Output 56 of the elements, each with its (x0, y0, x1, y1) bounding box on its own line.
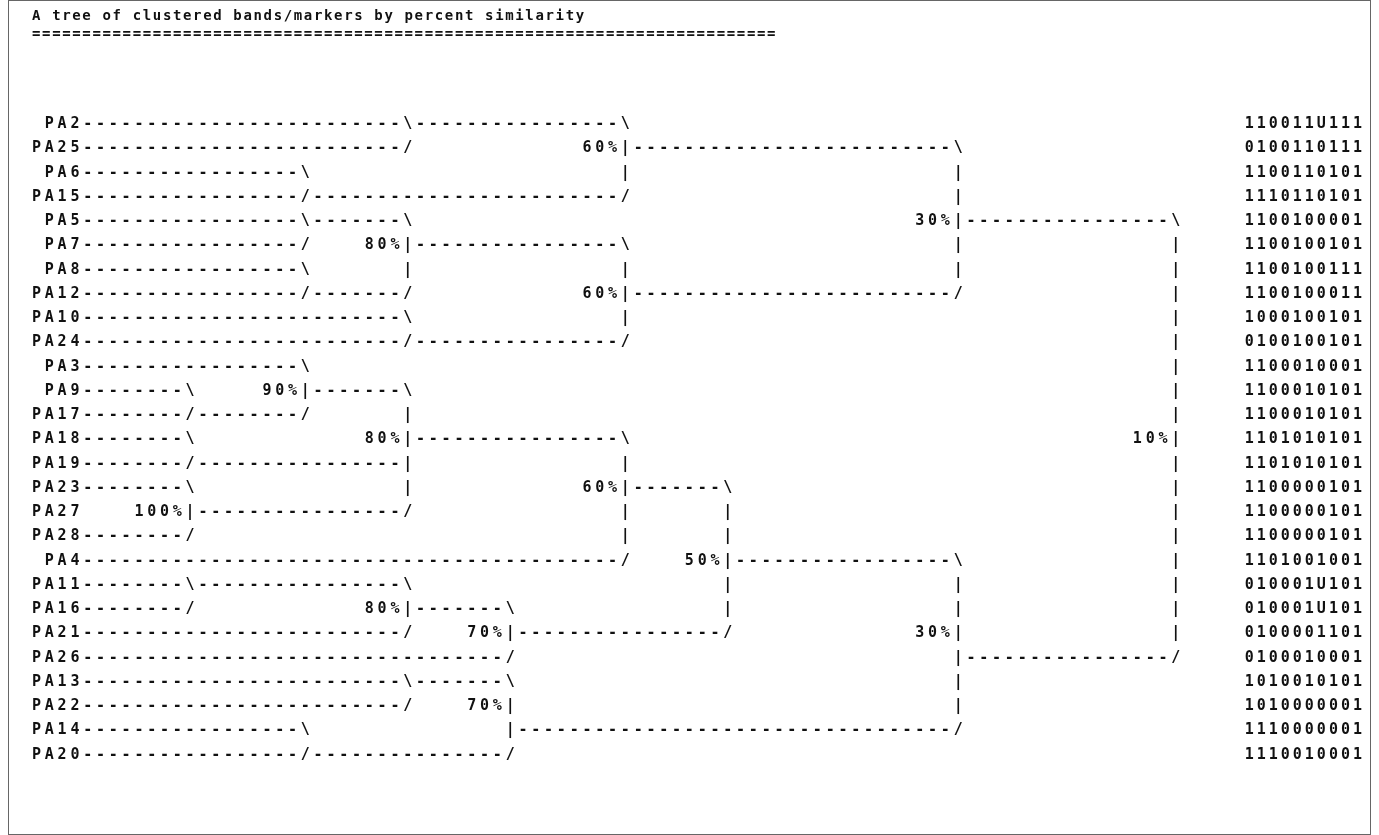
binary-marker-code: 1110010001 (1244, 743, 1365, 765)
dendrogram-row-text: PA11--------\----------------\ | | | (32, 573, 1185, 595)
binary-marker-code: 1010000001 (1244, 695, 1365, 716)
binary-marker-code: 1101010101 (1244, 452, 1365, 474)
binary-marker-code: 0100110111 (1244, 137, 1365, 159)
dendrogram-row-text: PA17--------/--------/ | | (32, 404, 1185, 425)
binary-marker-code: 1100000101 (1244, 501, 1365, 522)
dendrogram-row-text: PA7-----------------/ 80%|----------------\ | | (43, 234, 1185, 256)
dendrogram-row-text: PA12-----------------/-------/ 60%|-------------------------/ | (32, 282, 1185, 304)
dendrogram-row-text: PA21-------------------------/ 70%|----------------/ 30%| | (32, 622, 1185, 644)
binary-marker-code: 1101001001 (1244, 549, 1365, 571)
binary-marker-code: 1100000101 (1244, 476, 1365, 498)
binary-marker-code: 0100100101 (1244, 331, 1365, 353)
dendrogram-row-text: PA15-----------------/------------------------/ | (32, 185, 967, 207)
dendrogram-row-text: PA14-----------------\ |----------------------------------/ (32, 719, 967, 741)
binary-marker-code: 0100001101 (1244, 622, 1365, 644)
dendrogram-row-text: PA13-------------------------\-------\ | (32, 670, 967, 692)
dendrogram-row-text: PA22-------------------------/ 70%| | (32, 695, 967, 716)
dendrogram-row-text: PA9--------\ 90%|-------\ | (43, 379, 1185, 401)
dendrogram-row-text: PA5-----------------\-------\ 30%|----------------\ (43, 210, 1185, 231)
binary-marker-code: 010001U101 (1244, 573, 1365, 595)
dendrogram-row-text: PA10-------------------------\ | | (32, 307, 1185, 328)
binary-marker-code: 110011U111 (1244, 113, 1365, 134)
dendrogram-row-text: PA6-----------------\ | | (43, 161, 967, 183)
dendrogram-row-text: PA25-------------------------/ 60%|-------------------------\ (32, 137, 967, 159)
binary-marker-code: 1100010101 (1244, 404, 1365, 425)
title-underline: ========================================================================== (32, 24, 778, 42)
binary-marker-code: 010001U101 (1244, 598, 1365, 619)
dendrogram-row-text: PA18--------\ 80%|----------------\ 10%| (32, 428, 1185, 450)
dendrogram-row-text: PA16--------/ 80%|-------\ | | | (32, 598, 1185, 619)
dendrogram-row-text: PA26---------------------------------/ |----------------/ (32, 646, 1185, 668)
binary-marker-code: 1110110101 (1244, 185, 1365, 207)
binary-marker-code: 1100100001 (1244, 210, 1365, 231)
dendrogram-row-text: PA2-------------------------\----------------\ (43, 113, 634, 134)
diagram-title: A tree of clustered bands/markers by percent similarity (32, 6, 586, 24)
dendrogram-row-text: PA28--------/ | | | (32, 525, 1185, 547)
dendrogram-row-text: PA20-----------------/---------------/ (32, 743, 519, 765)
binary-marker-code: 1100100011 (1244, 282, 1365, 304)
binary-marker-code: 1000100101 (1244, 307, 1365, 328)
binary-marker-code: 0100010001 (1244, 646, 1365, 668)
binary-marker-code: 1101010101 (1244, 428, 1365, 450)
dendrogram-row-text: PA8-----------------\ | | | | (43, 258, 1185, 280)
binary-marker-code: 1100110101 (1244, 161, 1365, 183)
dendrogram-row-text: PA27 100%|----------------/ | | | (32, 501, 1185, 522)
binary-marker-code: 1100010001 (1244, 355, 1365, 377)
binary-marker-code: 1100100111 (1244, 258, 1365, 280)
binary-marker-code: 1100010101 (1244, 379, 1365, 401)
binary-marker-code: 1110000001 (1244, 719, 1365, 741)
binary-marker-code: 1010010101 (1244, 670, 1365, 692)
dendrogram-row-text: PA23--------\ | 60%|-------\ | (32, 476, 1185, 498)
binary-marker-code: 1100000101 (1244, 525, 1365, 547)
dendrogram-row-text: PA24-------------------------/----------------/ | (32, 331, 1185, 353)
dendrogram-row-text: PA3-----------------\ | (43, 355, 1185, 377)
dendrogram-row-text: PA19--------/----------------| | | (32, 452, 1185, 474)
binary-marker-code: 1100100101 (1244, 234, 1365, 256)
dendrogram-row-text: PA4------------------------------------------/ 50%|-----------------\ | (43, 549, 1185, 571)
